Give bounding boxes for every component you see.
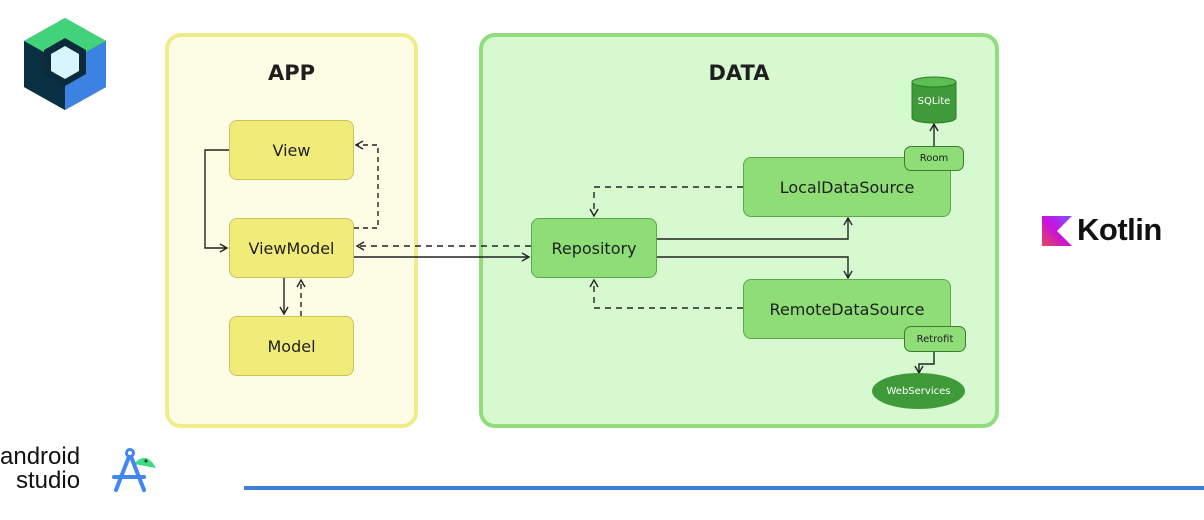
android-studio-logo-icon [112, 448, 156, 492]
remote-data-source-label: RemoteDataSource [769, 299, 925, 319]
model-node-label: Model [267, 336, 316, 356]
retrofit-tag: Retrofit [904, 326, 966, 352]
accent-divider-line [244, 486, 1204, 490]
retrofit-tag-label: Retrofit [916, 333, 954, 345]
android-studio-wordmark-line1: android [0, 443, 81, 470]
repository-node: Repository [531, 218, 657, 278]
view-node: View [229, 120, 354, 180]
view-node-label: View [272, 140, 311, 160]
repository-node-label: Repository [551, 238, 637, 258]
sqlite-database: SQLite [911, 76, 957, 124]
viewmodel-node: ViewModel [229, 218, 354, 278]
webservices-node: WebServices [872, 373, 965, 409]
kotlin-logo-icon [1042, 216, 1072, 246]
app-panel-title: APP [267, 61, 316, 85]
sqlite-label: SQLite [917, 96, 951, 107]
webservices-label: WebServices [886, 385, 951, 397]
room-tag-label: Room [919, 153, 949, 164]
kotlin-wordmark: Kotlin [1077, 212, 1162, 247]
viewmodel-node-label: ViewModel [248, 238, 335, 258]
database-icon [911, 76, 957, 124]
data-panel-title: DATA [708, 61, 770, 85]
jetpack-compose-logo-icon [24, 18, 106, 110]
model-node: Model [229, 316, 354, 376]
local-data-source-label: LocalDataSource [779, 177, 915, 197]
android-studio-wordmark-line2: studio [16, 467, 81, 494]
room-tag: Room [904, 146, 964, 171]
